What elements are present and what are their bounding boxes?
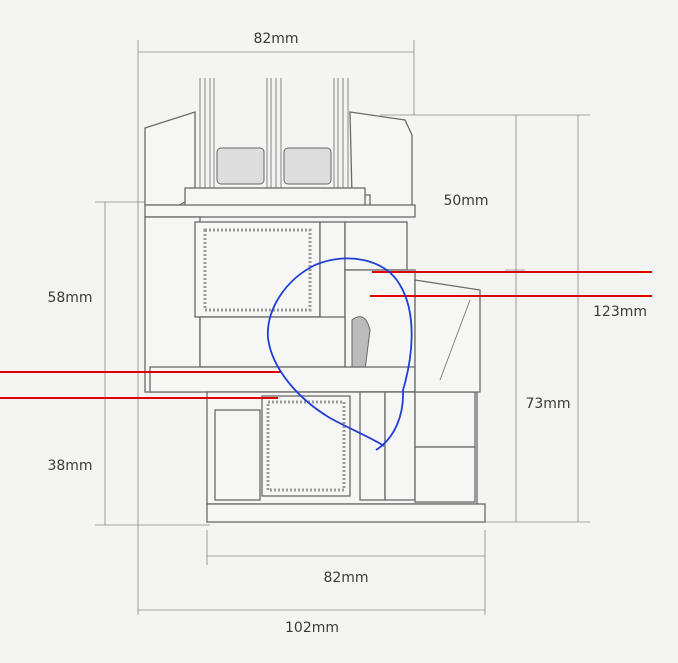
frame-profile [206,279,486,523]
glazing [199,78,349,190]
dim-sash-height: 50mm [443,193,488,209]
dim-top-width: 82mm [253,31,298,47]
spacer-left [216,147,265,185]
annotations [0,257,652,451]
dim-bottom-width: 82mm [323,570,368,586]
sash-profile [144,111,416,393]
dim-total-height: 123mm [593,304,647,320]
dim-frame-height: 73mm [525,396,570,412]
dim-left-lower: 38mm [47,458,92,474]
spacer-right [283,147,332,185]
blue-freehand-circle [267,257,413,451]
dim-left-upper: 58mm [47,290,92,306]
dim-total-width: 102mm [285,620,339,636]
dimension-labels: 82mm 50mm 58mm 123mm 73mm 38mm 82mm 102m… [47,31,647,636]
